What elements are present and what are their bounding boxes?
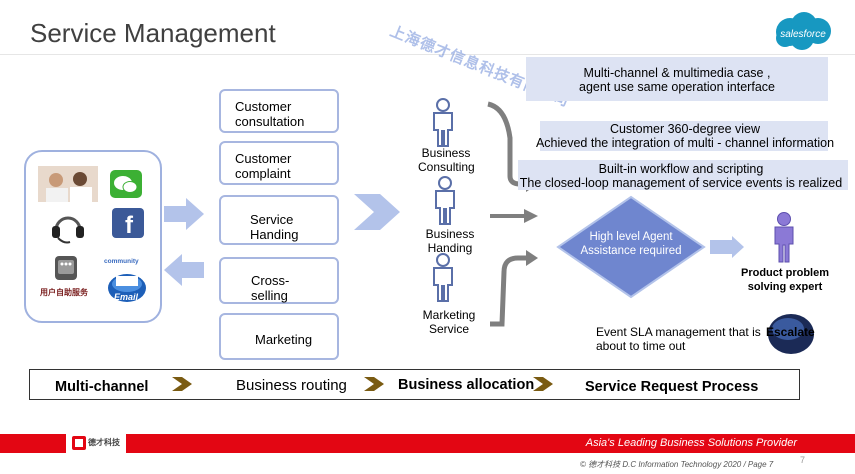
salesforce-logo: salesforce xyxy=(776,12,831,50)
expert-person-icon xyxy=(774,212,794,263)
business-handing-person-icon xyxy=(435,176,455,225)
copyright: © 德才科技 D.C Information Technology 2020 /… xyxy=(580,460,774,469)
process-box-marketing: Marketing xyxy=(219,313,339,360)
headset-icon xyxy=(52,216,84,244)
process-box-service-handing: Service Handing xyxy=(219,195,339,245)
flow-step-service-request: Service Request Process xyxy=(585,379,759,395)
email-icon xyxy=(108,274,146,302)
process-box-cross-selling: Cross- selling xyxy=(219,257,339,304)
process-box-complaint: Customer complaint xyxy=(219,141,339,185)
footer-bar xyxy=(0,434,855,453)
customer-service-photo-icon xyxy=(38,166,98,202)
logo-text: salesforce xyxy=(780,29,826,40)
mobile-app-icon xyxy=(55,256,77,280)
company-short-name: 德才科技 xyxy=(88,438,120,447)
page-title: Service Management xyxy=(30,18,276,48)
facebook-icon: f xyxy=(112,208,144,238)
escalation-chevron-icon xyxy=(710,236,744,258)
header-divider xyxy=(0,54,855,55)
page-number: 7 xyxy=(800,455,806,465)
feature-text-1: Multi-channel & multimedia case ,agent u… xyxy=(579,66,775,94)
business-consulting-person-icon xyxy=(433,98,453,147)
flow-chevron-icon xyxy=(172,377,192,391)
flow-chevron-icon xyxy=(364,377,384,391)
feature-band-3 xyxy=(518,160,848,190)
routing-chevron-icon xyxy=(354,194,400,230)
community-label: community xyxy=(104,258,139,265)
flow-step-multichannel: Multi-channel xyxy=(55,379,149,395)
feature-band-2 xyxy=(540,121,828,151)
marketing-service-person-icon xyxy=(433,253,453,302)
company-logo-icon xyxy=(72,436,86,450)
channels-panel: f community 用户自助服务 Email xyxy=(24,150,162,323)
process-box-consultation: Customer consultation xyxy=(219,89,339,133)
wechat-icon xyxy=(110,170,142,198)
process-flow-bar xyxy=(29,369,800,400)
flow-step-allocation: Business allocation xyxy=(398,377,535,393)
self-service-label: 用户自助服务 xyxy=(40,288,88,297)
escalate-oval xyxy=(768,314,814,354)
flow-chevron-icon xyxy=(533,377,553,391)
email-label: Email xyxy=(114,292,139,302)
footer-slogan: Asia's Leading Business Solutions Provid… xyxy=(585,437,797,449)
right-arrow-icon xyxy=(164,198,204,230)
assistance-diamond xyxy=(556,195,706,299)
flow-step-routing: Business routing xyxy=(236,377,347,394)
svg-text:f: f xyxy=(125,212,134,238)
left-arrow-icon xyxy=(164,254,204,286)
feature-band-1 xyxy=(526,57,828,101)
escalate-label: Escalate xyxy=(766,325,815,339)
channel-arrows xyxy=(164,198,204,286)
